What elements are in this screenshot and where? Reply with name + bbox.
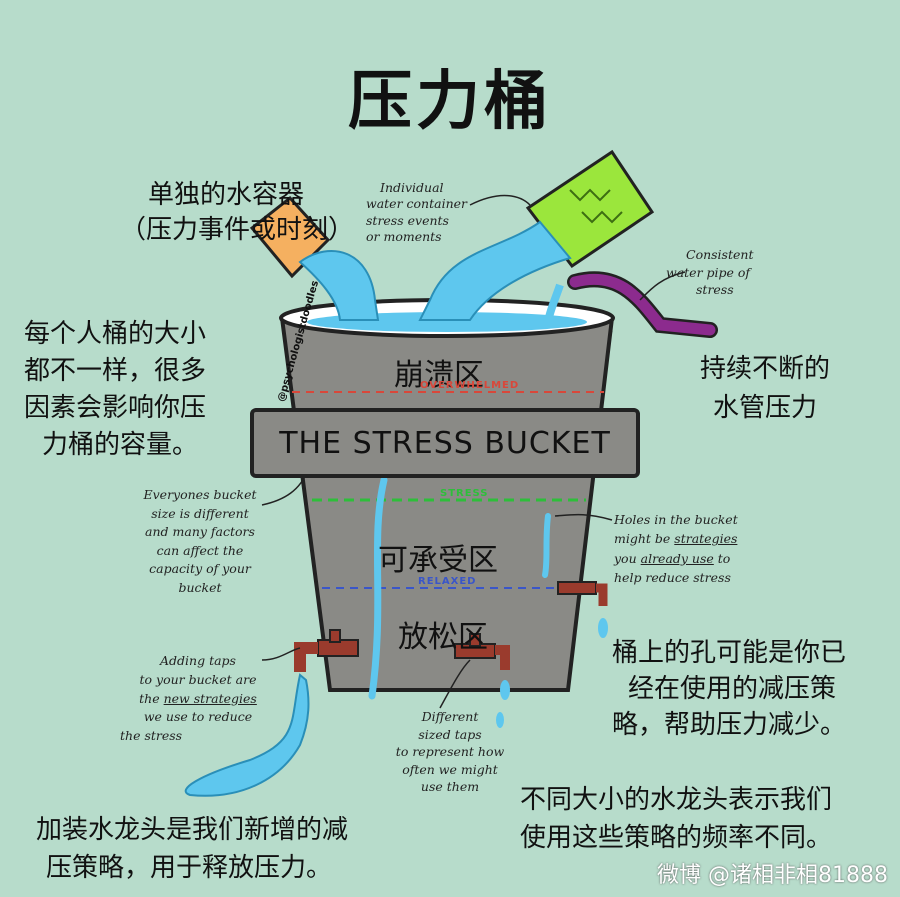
label-taps-sizes-cn: 不同大小的水龙头表示我们 使用这些策略的频率不同。 bbox=[520, 785, 833, 853]
zone-relaxed-cn: 放松区 bbox=[398, 620, 488, 655]
hole-leak-center bbox=[368, 476, 388, 700]
label-consistent-pipe-cn: 持续不断的 水管压力 bbox=[700, 354, 831, 423]
zone-stress-cn: 可承受区 bbox=[378, 543, 498, 578]
tap-left-water bbox=[184, 673, 310, 797]
water-drop bbox=[598, 618, 608, 638]
page-title: 压力桶 bbox=[348, 65, 552, 139]
label-holes-en: Holes in the bucket might be strategies … bbox=[614, 512, 738, 586]
banner-stress-bucket: THE STRESS BUCKET bbox=[250, 408, 640, 478]
arrow-individual bbox=[469, 194, 531, 206]
tap-middle-icon bbox=[454, 633, 510, 670]
label-individual-en: Individual water container stress events… bbox=[366, 180, 467, 244]
label-individual-container-cn: 单独的水容器 （压力事件或时刻） bbox=[120, 180, 355, 246]
zone-stress-en: STRESS bbox=[440, 488, 489, 499]
arrow-holes bbox=[554, 513, 613, 521]
arrow-adding bbox=[261, 647, 301, 661]
watermark: 微博 @诸相非相81888 bbox=[657, 863, 888, 888]
label-consistent-en: Consistent water pipe of stress bbox=[666, 247, 754, 297]
hole-leak-right bbox=[542, 513, 551, 578]
arrow-different bbox=[439, 659, 471, 709]
zone-overwhelmed-en: OVERWHELMED bbox=[420, 380, 520, 391]
zone-overwhelmed-cn: 崩溃区 bbox=[394, 358, 484, 393]
pipe-water bbox=[544, 283, 564, 323]
tap-middle-drop-2 bbox=[496, 712, 504, 728]
water-stream-left bbox=[298, 249, 380, 321]
label-adding-en: Adding taps to your bucket are the new s… bbox=[120, 653, 257, 743]
zone-relaxed-en: RELAXED bbox=[418, 576, 477, 587]
tap-right-icon bbox=[557, 581, 608, 606]
tap-middle-drop-1 bbox=[500, 680, 510, 700]
label-adding-taps-cn: 加装水龙头是我们新增的减 压策略，用于释放压力。 bbox=[36, 815, 349, 883]
label-different-en: Different sized taps to represent how of… bbox=[395, 709, 505, 794]
water-stream-right bbox=[418, 220, 572, 321]
label-everyone-en: Everyones bucket size is different and m… bbox=[143, 487, 257, 595]
label-holes-cn: 桶上的孔可能是你已 经在使用的减压策 略，帮助压力减少。 bbox=[612, 638, 847, 740]
arrow-consistent bbox=[639, 271, 686, 301]
label-bucket-size-cn: 每个人桶的大小 都不一样，很多 因素会影响你压 力桶的容量。 bbox=[24, 319, 207, 460]
